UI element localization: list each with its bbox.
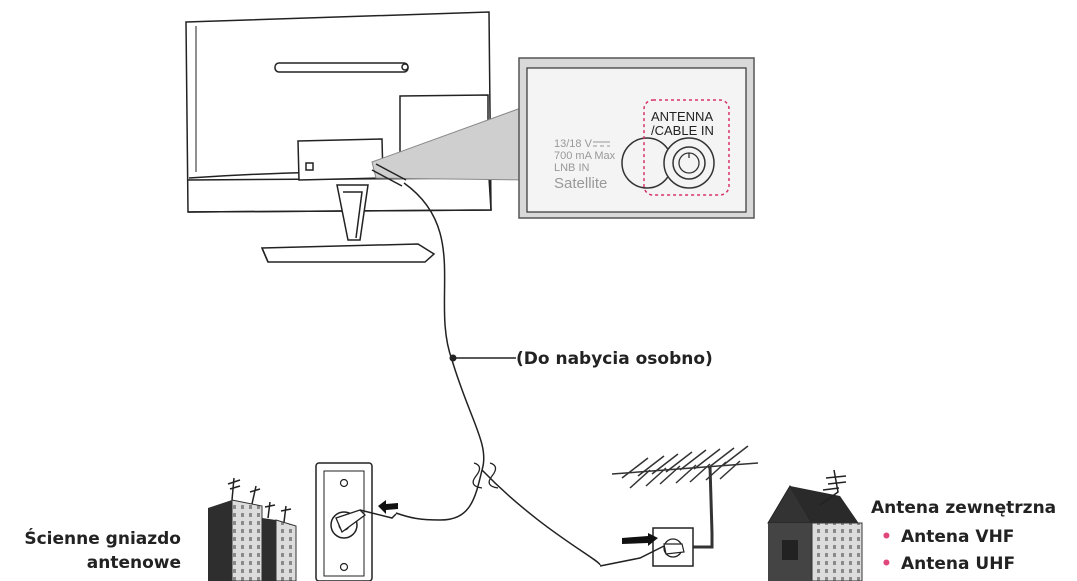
wall-socket-label-line1: Ścienne gniazdo: [24, 529, 181, 549]
antenna-type-uhf: Antena UHF: [881, 551, 1056, 578]
outdoor-socket: [599, 527, 694, 567]
antenna-port-outer: [663, 137, 715, 189]
house-icon: [767, 469, 863, 581]
antenna-type-list: Antena VHF Antena UHF: [881, 524, 1056, 578]
arrow-icon: [378, 500, 398, 514]
outdoor-antenna-label: Antena zewnętrzna Antena VHF Antena UHF: [871, 496, 1056, 578]
antenna-port: [672, 146, 706, 180]
arrow-icon: [622, 533, 658, 546]
yagi-antenna: [611, 445, 759, 549]
satellite-lnb: LNB IN: [554, 162, 590, 174]
wall-socket-label: Ścienne gniazdo antenowe: [24, 527, 181, 575]
satellite-label: Satellite: [554, 175, 607, 192]
wall-socket: [315, 462, 397, 581]
cable-label: (Do nabycia osobno): [516, 349, 713, 369]
wall-socket-label-line2: antenowe: [86, 553, 181, 573]
connector-panel: ANTENNA /CABLE IN 13/18 V 700 mA Max LNB…: [518, 57, 755, 219]
antenna-label-line1: ANTENNA: [651, 109, 713, 124]
satellite-current: 700 mA Max: [554, 150, 616, 162]
outdoor-antenna-title: Antena zewnętrzna: [871, 498, 1057, 518]
satellite-voltage: 13/18 V: [554, 138, 593, 150]
cable-leader: [449, 354, 516, 362]
antenna-label-line2: /CABLE IN: [651, 123, 714, 138]
antenna-cable: [371, 163, 601, 566]
antenna-highlight: [643, 99, 730, 196]
antenna-type-vhf: Antena VHF: [881, 524, 1056, 551]
building-icon: [208, 477, 297, 581]
